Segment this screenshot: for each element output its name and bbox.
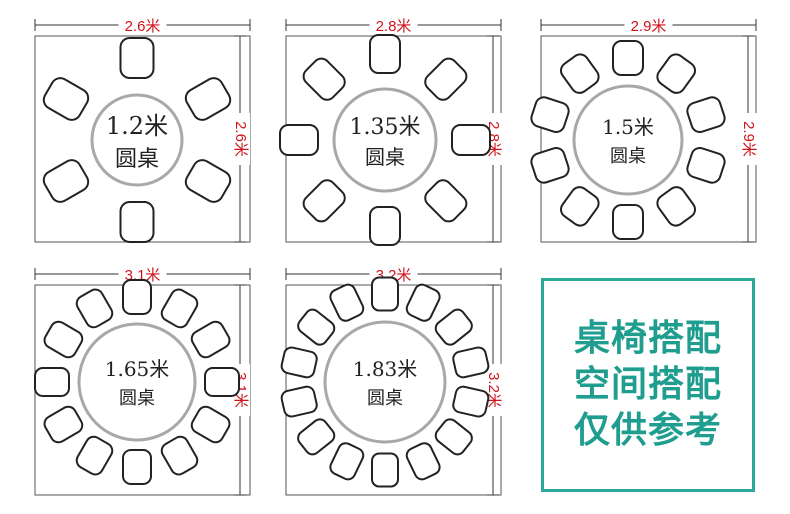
depth-label: 2.6米	[232, 121, 249, 157]
table-circle	[572, 84, 684, 196]
depth-label: 2.9米	[740, 121, 757, 157]
table-type-label: 圆桌	[367, 388, 403, 409]
width-label-bg	[118, 16, 167, 34]
table-circle	[77, 322, 197, 442]
chair-icon	[560, 53, 600, 94]
chair-icon	[42, 77, 90, 121]
chair-icon	[530, 147, 570, 184]
chair-icon	[369, 206, 401, 246]
chair-icon	[424, 179, 468, 223]
chair-icon	[204, 367, 240, 397]
table-circle	[332, 87, 438, 193]
chair-icon	[686, 147, 726, 184]
table-circle	[323, 320, 447, 444]
chair-icon	[452, 346, 490, 379]
chair-icon	[190, 320, 231, 359]
chair-icon	[434, 308, 473, 346]
chair-icon	[452, 385, 490, 418]
chair-icon	[656, 53, 696, 94]
chair-icon	[119, 37, 155, 79]
chair-icon	[279, 124, 319, 156]
chair-icon	[369, 34, 401, 74]
chair-icon	[75, 288, 114, 329]
chair-icon	[122, 449, 152, 485]
width-label: 2.6米	[125, 18, 161, 35]
chair-icon	[656, 186, 696, 227]
table-type-label: 圆桌	[119, 388, 155, 409]
chair-icon	[560, 186, 600, 227]
note-line-3: 仅供参考	[573, 410, 722, 451]
table-circle	[90, 93, 184, 187]
chair-icon	[43, 320, 84, 359]
chair-icon	[280, 385, 318, 418]
table-size-label: 1.83米	[353, 357, 418, 381]
table-size-label: 1.2米	[106, 112, 168, 140]
chair-icon	[184, 159, 232, 203]
chair-icon	[280, 346, 318, 379]
table-type-label: 圆桌	[115, 147, 159, 172]
chair-icon	[530, 96, 570, 133]
chair-icon	[424, 57, 468, 101]
width-label: 2.8米	[376, 18, 412, 35]
depth-label-bg	[738, 113, 758, 165]
chair-icon	[297, 418, 336, 456]
chair-icon	[119, 201, 155, 243]
chair-icon	[612, 204, 644, 240]
chair-icon	[160, 435, 199, 476]
chair-icon	[122, 279, 152, 315]
width-label-bg	[624, 16, 673, 34]
table-size-label: 1.65米	[105, 357, 170, 381]
chair-icon	[329, 442, 365, 481]
chair-icon	[371, 276, 399, 312]
chair-icon	[190, 405, 231, 444]
chair-icon	[302, 179, 346, 223]
chair-icon	[43, 405, 84, 444]
chair-icon	[302, 57, 346, 101]
table-size-label: 1.35米	[350, 115, 421, 140]
chair-icon	[405, 283, 441, 322]
width-label-bg	[369, 16, 418, 34]
chair-icon	[405, 442, 441, 481]
chair-icon	[371, 452, 399, 488]
chair-icon	[42, 159, 90, 203]
width-label: 2.9米	[631, 18, 667, 35]
note-line-2: 空间搭配	[573, 364, 722, 405]
chair-icon	[451, 124, 491, 156]
table-size-label: 1.5米	[602, 115, 654, 139]
chair-icon	[184, 77, 232, 121]
chair-icon	[686, 96, 726, 133]
table-type-label: 圆桌	[610, 146, 646, 167]
depth-label-bg	[230, 113, 250, 165]
chair-icon	[160, 288, 199, 329]
chair-icon	[329, 283, 365, 322]
width-label-bg	[118, 265, 167, 283]
chair-icon	[75, 435, 114, 476]
table-type-label: 圆桌	[365, 145, 405, 169]
chair-icon	[434, 418, 473, 456]
chair-icon	[34, 367, 70, 397]
note-box: 桌椅搭配 空间搭配 仅供参考	[541, 278, 755, 492]
chair-icon	[297, 308, 336, 346]
chair-icon	[612, 40, 644, 76]
note-line-1: 桌椅搭配	[573, 318, 722, 359]
